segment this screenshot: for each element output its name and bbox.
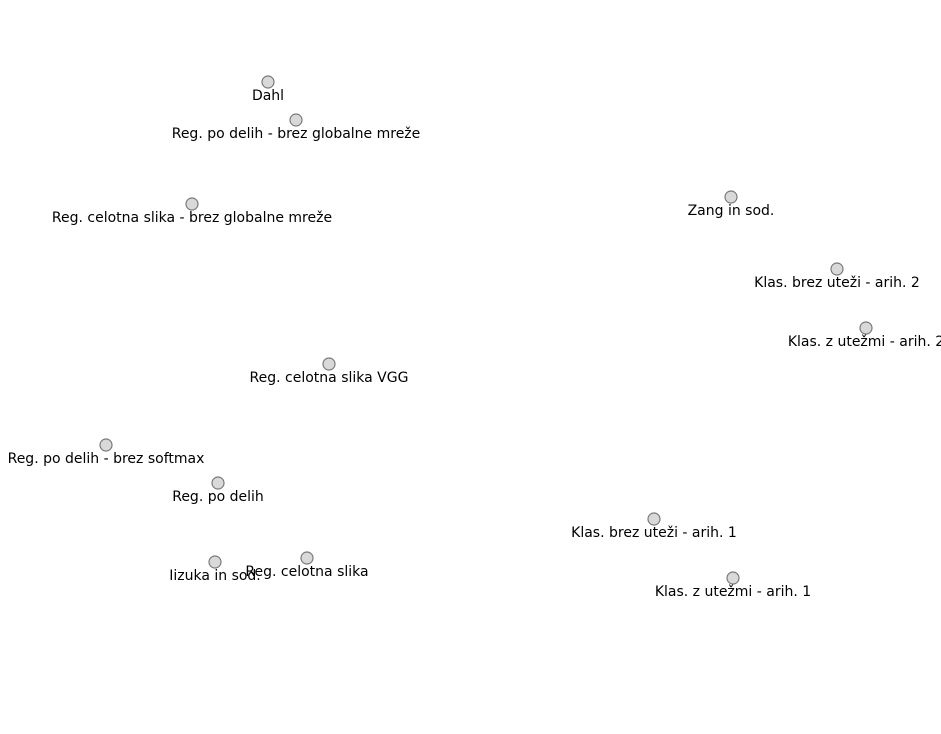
point-label: Klas. brez uteži - arih. 1 <box>571 525 737 541</box>
point-marker <box>261 75 275 89</box>
point-marker <box>289 113 303 127</box>
point-marker <box>830 262 844 276</box>
point-marker <box>300 551 314 565</box>
data-point: Reg. celotna slika VGG <box>250 357 409 386</box>
point-label: Klas. z utežmi - arih. 2 <box>788 334 941 350</box>
data-point: Reg. po delih - brez globalne mreže <box>172 113 421 142</box>
point-marker <box>99 438 113 452</box>
point-marker <box>322 357 336 371</box>
point-label: Reg. po delih <box>172 489 264 505</box>
point-label: Reg. celotna slika <box>245 564 368 580</box>
data-point: Reg. po delih - brez softmax <box>8 438 205 467</box>
data-point: Klas. z utežmi - arih. 2 <box>788 321 941 350</box>
data-point: Dahl <box>252 75 284 104</box>
point-marker <box>647 512 661 526</box>
point-label: Iizuka in sod. <box>169 568 261 584</box>
point-label: Reg. celotna slika VGG <box>250 370 409 386</box>
point-label: Klas. z utežmi - arih. 1 <box>655 584 811 600</box>
data-point: Klas. brez uteži - arih. 2 <box>754 262 920 291</box>
point-marker <box>185 197 199 211</box>
point-marker <box>211 476 225 490</box>
point-marker <box>726 571 740 585</box>
data-point: Reg. po delih <box>172 476 264 505</box>
point-marker <box>724 190 738 204</box>
data-point: Klas. brez uteži - arih. 1 <box>571 512 737 541</box>
point-label: Reg. po delih - brez globalne mreže <box>172 126 421 142</box>
data-point: Reg. celotna slika <box>245 551 369 580</box>
point-label: Reg. po delih - brez softmax <box>8 451 205 467</box>
point-marker <box>859 321 873 335</box>
point-label: Zang in sod. <box>688 203 775 219</box>
point-label: Reg. celotna slika - brez globalne mreže <box>52 210 332 226</box>
point-label: Dahl <box>252 88 284 104</box>
point-label: Klas. brez uteži - arih. 2 <box>754 275 920 291</box>
data-point: Klas. z utežmi - arih. 1 <box>655 571 811 600</box>
point-marker <box>208 555 222 569</box>
data-point: Iizuka in sod. <box>169 555 261 584</box>
data-point: Zang in sod. <box>688 190 775 219</box>
data-point: Reg. celotna slika - brez globalne mreže <box>52 197 332 226</box>
